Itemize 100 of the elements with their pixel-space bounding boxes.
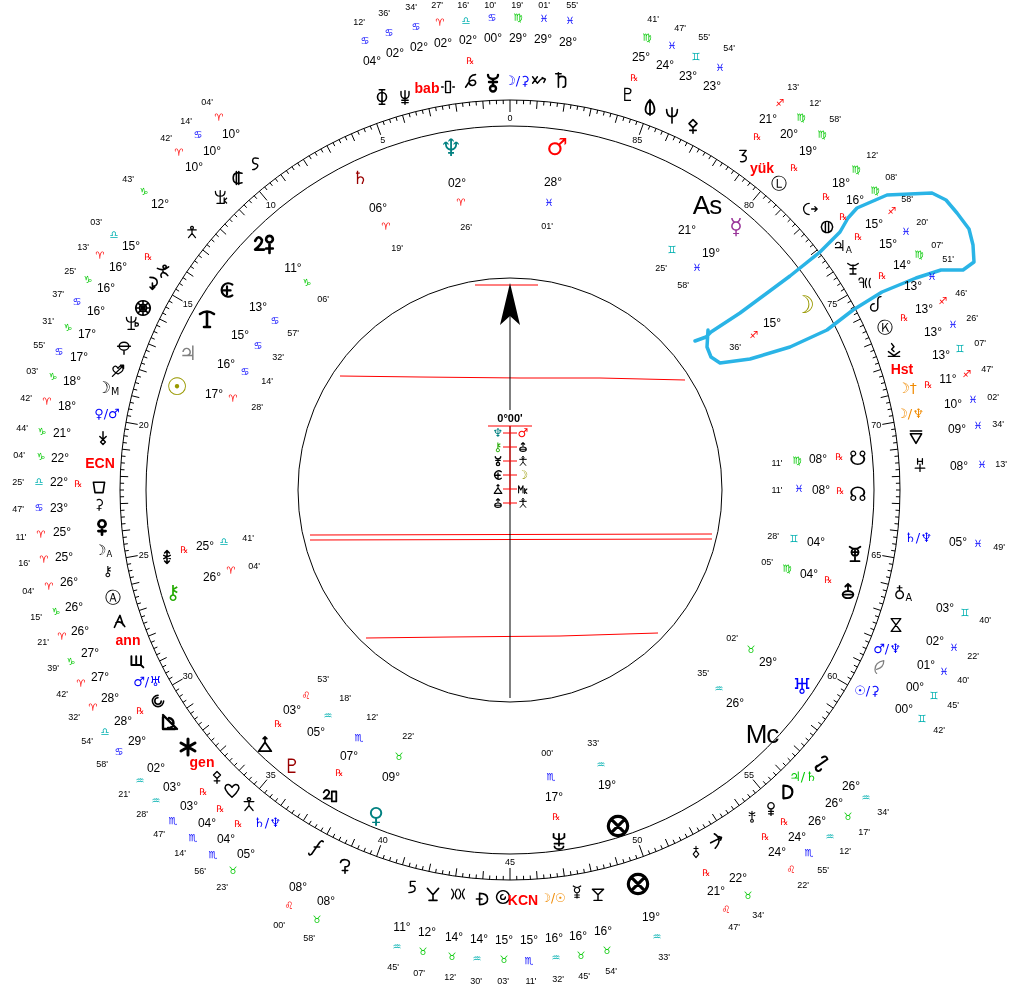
dial-number: 15 <box>182 299 193 309</box>
degree-value: 08° <box>288 881 308 893</box>
minute-value: 33' <box>658 952 670 962</box>
zodiac-sign: ♋ <box>240 367 250 377</box>
zodiac-sign: ♊ <box>960 608 970 618</box>
zodiac-sign: ♍ <box>817 130 827 140</box>
degree-value: 00° <box>483 32 503 44</box>
zodiac-sign: ♏ <box>168 816 178 826</box>
zodiac-sign: ♉ <box>418 947 428 957</box>
degree-value: 23° <box>678 70 698 82</box>
minute-value: 11' <box>15 532 27 542</box>
degree-value: 15° <box>121 240 141 252</box>
retrograde-mark: ℞ <box>179 545 189 555</box>
degree-value: 19° <box>701 247 721 259</box>
minute-value: 25' <box>64 266 76 276</box>
zodiac-sign: ♓ <box>901 227 911 237</box>
degree-value: 19° <box>798 145 818 157</box>
minute-value: 14' <box>261 376 273 386</box>
minute-value: 57' <box>287 328 299 338</box>
retrograde-mark: ℞ <box>779 817 789 827</box>
zodiac-sign: ♋ <box>34 503 44 513</box>
retrograde-mark: ℞ <box>334 768 344 778</box>
zodiac-sign: ♌ <box>721 905 731 915</box>
zodiac-sign: ♐ <box>887 206 897 216</box>
zodiac-sign: ♊ <box>789 534 799 544</box>
zodiac-sign: ♍ <box>851 165 861 175</box>
dial-number: 5 <box>380 135 386 145</box>
zodiac-sign: ♋ <box>54 347 64 357</box>
zodiac-sign: ♏ <box>546 772 556 782</box>
minute-value: 27' <box>431 0 443 10</box>
minute-value: 42' <box>160 133 172 143</box>
zodiac-sign: ♌ <box>284 901 294 911</box>
minute-value: 41' <box>647 14 659 24</box>
zodiac-sign: ♉ <box>499 955 509 965</box>
degree-value: 23° <box>49 502 69 514</box>
minute-value: 23' <box>216 882 228 892</box>
degree-value: 24° <box>767 846 787 858</box>
minute-value: 12' <box>809 98 821 108</box>
node-symbol: ☋ <box>849 448 867 468</box>
zodiac-sign: ♑ <box>302 278 312 288</box>
planet-symbol: ♃ <box>179 343 197 363</box>
zodiac-sign: ♊ <box>691 52 701 62</box>
degree-value: 22° <box>49 476 69 488</box>
minute-value: 21' <box>118 789 130 799</box>
minute-value: 07' <box>931 240 943 250</box>
minute-value: 58' <box>901 194 913 204</box>
retrograde-mark: ℞ <box>233 819 243 829</box>
degree-value: 07° <box>339 750 359 762</box>
degree-value: 02° <box>458 34 478 46</box>
zodiac-sign: ♑ <box>48 372 58 382</box>
zodiac-sign: ♈ <box>36 530 46 540</box>
minute-value: 22' <box>797 880 809 890</box>
zodiac-sign: ♎ <box>219 537 229 547</box>
zodiac-sign: ♍ <box>513 13 523 23</box>
zodiac-sign: ♓ <box>565 16 575 26</box>
zodiac-sign: ♒ <box>596 760 606 770</box>
planet-symbol: ♄ <box>351 169 369 187</box>
minute-value: 07' <box>413 968 425 978</box>
zodiac-sign: ♓ <box>715 63 725 73</box>
degree-value: 26° <box>824 797 844 809</box>
zodiac-sign: ♒ <box>825 832 835 842</box>
degree-value: 25° <box>54 551 74 563</box>
minute-value: 10' <box>484 0 496 10</box>
degree-value: 16° <box>108 261 128 273</box>
minute-value: 45' <box>947 700 959 710</box>
degree-value: 10° <box>202 145 222 157</box>
minute-value: 47' <box>728 922 740 932</box>
minute-value: 00' <box>541 748 553 758</box>
dial-number: 35 <box>265 770 276 780</box>
zodiac-sign: ♑ <box>83 275 93 285</box>
degree-value: 10° <box>943 398 963 410</box>
angle-label: As <box>692 192 722 218</box>
retrograde-mark: ℞ <box>853 232 863 242</box>
minute-value: 28' <box>767 531 779 541</box>
minute-value: 49' <box>993 542 1005 552</box>
minute-value: 18' <box>339 693 351 703</box>
degree-value: 05° <box>236 848 256 860</box>
minute-value: 06' <box>317 294 329 304</box>
zodiac-sign: ♒ <box>151 796 161 806</box>
zodiac-sign: ♐ <box>749 330 759 340</box>
minute-value: 34' <box>877 807 889 817</box>
zodiac-sign: ♏ <box>354 733 364 743</box>
dial-number: 80 <box>744 200 755 210</box>
minute-value: 55' <box>566 0 578 10</box>
minute-value: 14' <box>180 116 192 126</box>
minute-value: 34' <box>992 419 1004 429</box>
dial-number: 85 <box>632 135 643 145</box>
degree-value: 04° <box>216 833 236 845</box>
retrograde-mark: ℞ <box>551 812 561 822</box>
degree-value: 08° <box>316 895 336 907</box>
minute-value: 21' <box>37 637 49 647</box>
retrograde-mark: ℞ <box>143 252 153 262</box>
degree-value: 02° <box>447 177 467 189</box>
minute-value: 56' <box>194 866 206 876</box>
minute-value: 19' <box>391 243 403 253</box>
zodiac-sign: ♉ <box>743 891 753 901</box>
zodiac-sign: ♎ <box>34 477 44 487</box>
zodiac-sign: ♍ <box>792 456 802 466</box>
degree-value: 13° <box>931 349 951 361</box>
minute-value: 42' <box>56 689 68 699</box>
